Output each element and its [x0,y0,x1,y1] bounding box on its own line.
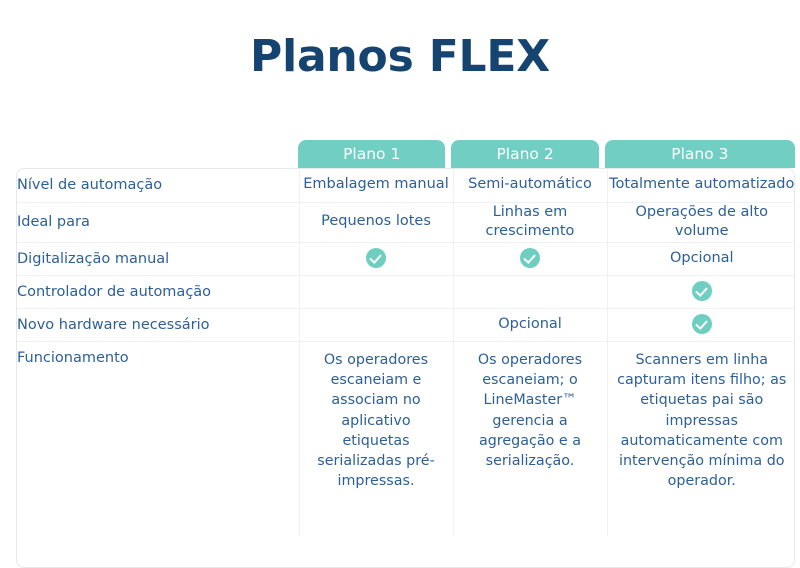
row-label: Novo hardware necessário [17,308,299,342]
table-row: Digitalização manual Opcional [17,242,794,276]
cell-plan1 [298,308,453,342]
table-row: Controlador de automação [17,275,794,309]
cell-plan3: Opcional [606,242,794,276]
plan-header-2[interactable]: Plano 2 [451,140,599,168]
cell-plan2 [452,242,607,276]
cell-description: Scanners em linha capturam itens filho; … [617,351,787,490]
check-circle-icon [520,248,540,269]
cell-plan2: Os operadores escaneiam; o LineMaster™ g… [452,341,607,537]
cell-plan1: Pequenos lotes [298,202,453,243]
plan-header-1[interactable]: Plano 1 [298,140,446,168]
cell-plan3: Totalmente automatizado [606,169,794,203]
cell-plan3 [606,308,794,342]
cell-plan3: Operações de alto volume [606,202,794,243]
cell-plan1: Os operadores escaneiam e associam no ap… [298,341,453,537]
plans-table: Nível de automação Embalagem manual Semi… [17,169,794,537]
table-row: Funcionamento Os operadores escaneiam e … [17,341,794,537]
check-circle-icon [366,248,386,269]
table-row: Nível de automação Embalagem manual Semi… [17,169,794,203]
plans-comparison-table: Plano 1 Plano 2 Plano 3 Nível de automaç… [16,140,795,568]
cell-plan1 [298,242,453,276]
cell-plan2: Semi-automático [452,169,607,203]
cell-plan3: Scanners em linha capturam itens filho; … [606,341,794,537]
cell-description: Os operadores escaneiam; o LineMaster™ g… [477,351,583,470]
row-label: Digitalização manual [17,242,299,276]
plan-headers-row: Plano 1 Plano 2 Plano 3 [298,140,795,168]
cell-plan2: Linhas em crescimento [452,202,607,243]
row-label: Controlador de automação [17,275,299,309]
cell-description: Os operadores escaneiam e associam no ap… [317,351,435,490]
check-circle-icon [691,314,712,335]
check-circle-icon [691,281,712,302]
cell-plan1 [298,275,453,309]
cell-plan3 [606,275,794,309]
plan-header-3[interactable]: Plano 3 [604,140,795,168]
page-title: Planos FLEX [250,31,550,82]
table-row: Ideal para Pequenos lotes Linhas em cres… [17,202,794,243]
row-label: Nível de automação [17,169,299,203]
cell-plan1: Embalagem manual [298,169,453,203]
row-label: Ideal para [17,202,299,243]
plans-table-body: Nível de automação Embalagem manual Semi… [16,168,795,568]
cell-plan2: Opcional [452,308,607,342]
row-label: Funcionamento [17,349,129,366]
table-row: Novo hardware necessário Opcional [17,308,794,342]
cell-plan2 [452,275,607,309]
